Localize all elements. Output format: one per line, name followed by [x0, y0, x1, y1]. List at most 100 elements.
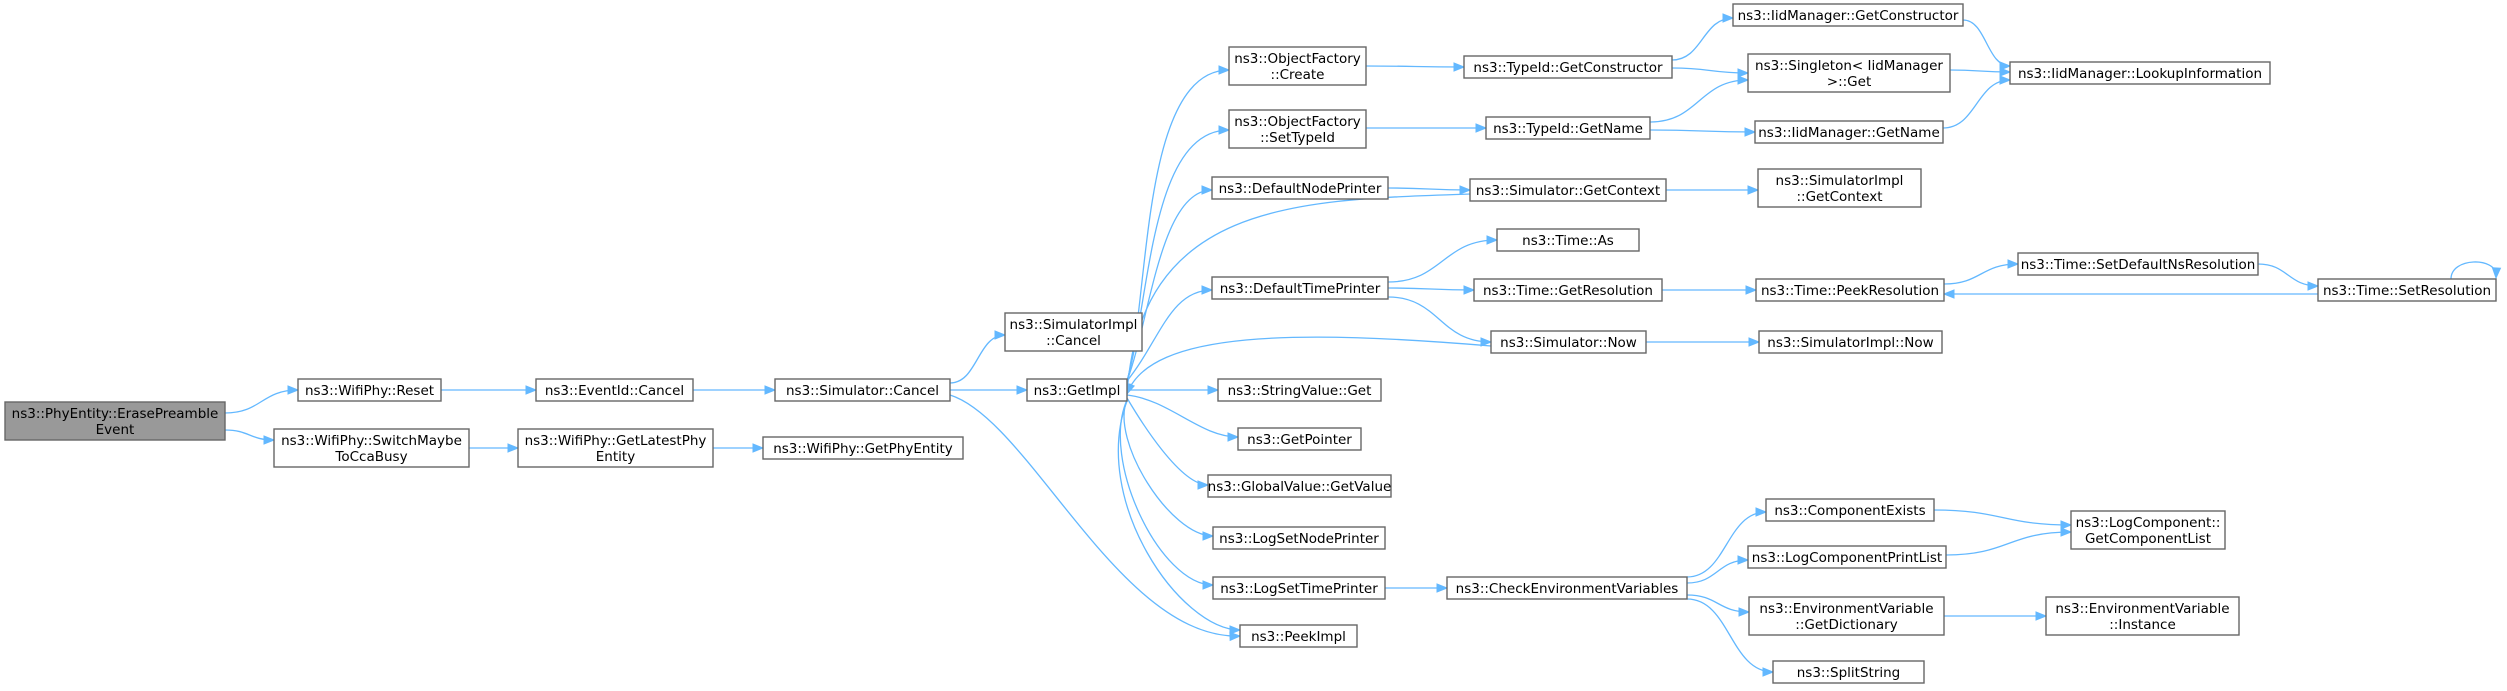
node-getpointer[interactable]: ns3::GetPointer: [1237, 427, 1362, 451]
node-box: [2317, 278, 2497, 302]
edge-checkenv-to-envdict-arrowhead: [1738, 607, 1751, 617]
node-implgetctx[interactable]: ns3::SimulatorImpl::GetContext: [1757, 168, 1922, 208]
edge-evcancel-to-simcancel: [693, 385, 777, 395]
node-simnow[interactable]: ns3::Simulator::Now: [1490, 330, 1647, 354]
node-singleton[interactable]: ns3::Singleton< IidManager>::Get: [1747, 53, 1951, 93]
node-box: [1469, 178, 1667, 202]
node-getimpl[interactable]: ns3::GetImpl: [1026, 378, 1128, 402]
edge-ofcreate-to-tidgetcons-line: [1365, 65, 1465, 68]
edge-defnode-to-simgetctx: [1387, 185, 1472, 195]
edge-simnow-to-implnow-arrowhead: [1748, 337, 1761, 347]
node-evcancel[interactable]: ns3::EventId::Cancel: [535, 378, 694, 402]
node-box: [1026, 378, 1128, 402]
node-ofcreate[interactable]: ns3::ObjectFactory::Create: [1228, 46, 1367, 86]
edge-erase-to-switch: [224, 429, 276, 445]
node-iidgetcons[interactable]: ns3::IidManager::GetConstructor: [1732, 3, 1964, 27]
node-box: [1237, 427, 1362, 451]
edge-tidgetcons-to-iidgetcons: [1671, 13, 1735, 61]
edge-ofsettypeid-to-tidgetname-arrowhead: [1475, 123, 1488, 133]
function-nodes: ns3::PhyEntity::ErasePreambleEventns3::W…: [4, 3, 2497, 684]
edge-envdict-to-envinst: [1943, 611, 2048, 621]
node-implnow[interactable]: ns3::SimulatorImpl::Now: [1758, 330, 1943, 354]
node-gvget[interactable]: ns3::GlobalValue::GetValue: [1207, 474, 1392, 498]
node-label: ns3::WifiPhy::Reset: [305, 383, 434, 399]
node-tidgetcons[interactable]: ns3::TypeId::GetConstructor: [1463, 55, 1673, 79]
node-tidgetname[interactable]: ns3::TypeId::GetName: [1485, 116, 1651, 140]
node-timesetres[interactable]: ns3::Time::SetResolution: [2317, 278, 2497, 302]
edge-logcomplist-to-logcompget-arrowhead: [2060, 527, 2073, 537]
edge-deftime-to-simnow-arrowhead: [1480, 337, 1493, 347]
node-label: ns3::CheckEnvironmentVariables: [1456, 581, 1679, 597]
edge-timesetres-to-timepeek: [1942, 289, 2318, 299]
node-label: ::GetDictionary: [1795, 617, 1897, 633]
node-simimplcancel[interactable]: ns3::SimulatorImpl::Cancel: [1004, 312, 1143, 352]
node-label: ns3::Simulator::Cancel: [786, 383, 939, 399]
node-box: [1490, 330, 1647, 354]
node-logcompget[interactable]: ns3::LogComponent::GetComponentList: [2070, 510, 2226, 550]
node-envinst[interactable]: ns3::EnvironmentVariable::Instance: [2045, 596, 2240, 636]
node-timeas[interactable]: ns3::Time::As: [1496, 228, 1640, 252]
node-strget[interactable]: ns3::StringValue::Get: [1217, 378, 1382, 402]
edge-erase-to-switch-arrowhead: [263, 435, 276, 445]
node-label: GetComponentList: [2085, 531, 2211, 547]
node-label: ns3::WifiPhy::GetLatestPhy: [525, 433, 707, 449]
node-logcomplist[interactable]: ns3::LogComponentPrintList: [1747, 545, 1947, 569]
node-box: [297, 378, 442, 402]
node-label: ns3::Time::SetDefaultNsResolution: [2021, 257, 2256, 273]
node-box: [1212, 526, 1386, 550]
node-checkenv[interactable]: ns3::CheckEnvironmentVariables: [1446, 576, 1688, 600]
node-box: [1732, 3, 1964, 27]
node-deftime[interactable]: ns3::DefaultTimePrinter: [1211, 276, 1389, 300]
node-box: [1212, 576, 1386, 600]
edge-compexists-to-logcompget: [1933, 509, 2073, 530]
node-compexists[interactable]: ns3::ComponentExists: [1765, 498, 1935, 522]
node-box: [1485, 116, 1651, 140]
node-peekimpl[interactable]: ns3::PeekImpl: [1239, 624, 1358, 648]
node-box: [1757, 168, 1922, 208]
node-ofsettypeid[interactable]: ns3::ObjectFactory::SetTypeId: [1228, 109, 1367, 149]
edge-iidgetname-to-iidlookup: [1942, 75, 2012, 129]
node-timepeek[interactable]: ns3::Time::PeekResolution: [1755, 278, 1945, 302]
node-envdict[interactable]: ns3::EnvironmentVariable::GetDictionary: [1748, 596, 1945, 636]
node-label: ns3::EnvironmentVariable: [2055, 601, 2229, 617]
node-defnode[interactable]: ns3::DefaultNodePrinter: [1211, 176, 1389, 200]
edge-getimpl-to-peekimpl-arrowhead: [1229, 625, 1242, 635]
edge-getimpl-to-getpointer-arrowhead: [1227, 432, 1240, 442]
node-label: ns3::WifiPhy::GetPhyEntity: [773, 441, 953, 457]
node-simcancel[interactable]: ns3::Simulator::Cancel: [774, 378, 951, 402]
node-splitstr[interactable]: ns3::SplitString: [1772, 660, 1925, 684]
edge-getimpl-to-strget: [1127, 385, 1220, 395]
node-iidlookup[interactable]: ns3::IidManager::LookupInformation: [2009, 61, 2271, 85]
edge-switch-to-getlatest: [469, 443, 520, 453]
node-box: [1004, 312, 1143, 352]
node-label: ToCcaBusy: [334, 449, 407, 465]
edge-timepeek-to-timesetdef-line: [1943, 263, 2019, 285]
node-box: [1758, 330, 1943, 354]
node-label: ns3::TypeId::GetConstructor: [1473, 60, 1663, 76]
node-label: ns3::StringValue::Get: [1228, 383, 1372, 399]
edge-compexists-to-logcompget-arrowhead: [2060, 520, 2073, 530]
node-reset[interactable]: ns3::WifiPhy::Reset: [297, 378, 442, 402]
edge-timesetdef-to-timesetres-arrowhead: [2307, 281, 2320, 291]
node-timesetdef[interactable]: ns3::Time::SetDefaultNsResolution: [2017, 252, 2259, 276]
edge-defnode-to-simgetctx-arrowhead: [1459, 185, 1472, 195]
edge-switch-to-getlatest-arrowhead: [507, 443, 520, 453]
node-label: ns3::Time::SetResolution: [2323, 283, 2491, 299]
edge-getimpl-to-lognode: [1123, 399, 1215, 541]
node-simgetctx[interactable]: ns3::Simulator::GetContext: [1469, 178, 1667, 202]
node-logtime[interactable]: ns3::LogSetTimePrinter: [1212, 576, 1386, 600]
node-label: ns3::Simulator::GetContext: [1476, 183, 1660, 199]
edge-deftime-to-timegetres-arrowhead: [1463, 285, 1476, 295]
node-box: [4, 401, 226, 441]
node-box: [517, 428, 714, 468]
node-lognode[interactable]: ns3::LogSetNodePrinter: [1212, 526, 1386, 550]
node-box: [2070, 510, 2226, 550]
node-timegetres[interactable]: ns3::Time::GetResolution: [1473, 278, 1663, 302]
node-iidgetname[interactable]: ns3::IidManager::GetName: [1754, 120, 1944, 144]
node-label: ns3::IidManager::GetName: [1758, 125, 1940, 141]
node-getphyentity[interactable]: ns3::WifiPhy::GetPhyEntity: [762, 436, 964, 460]
edge-ofcreate-to-tidgetcons: [1365, 62, 1466, 72]
